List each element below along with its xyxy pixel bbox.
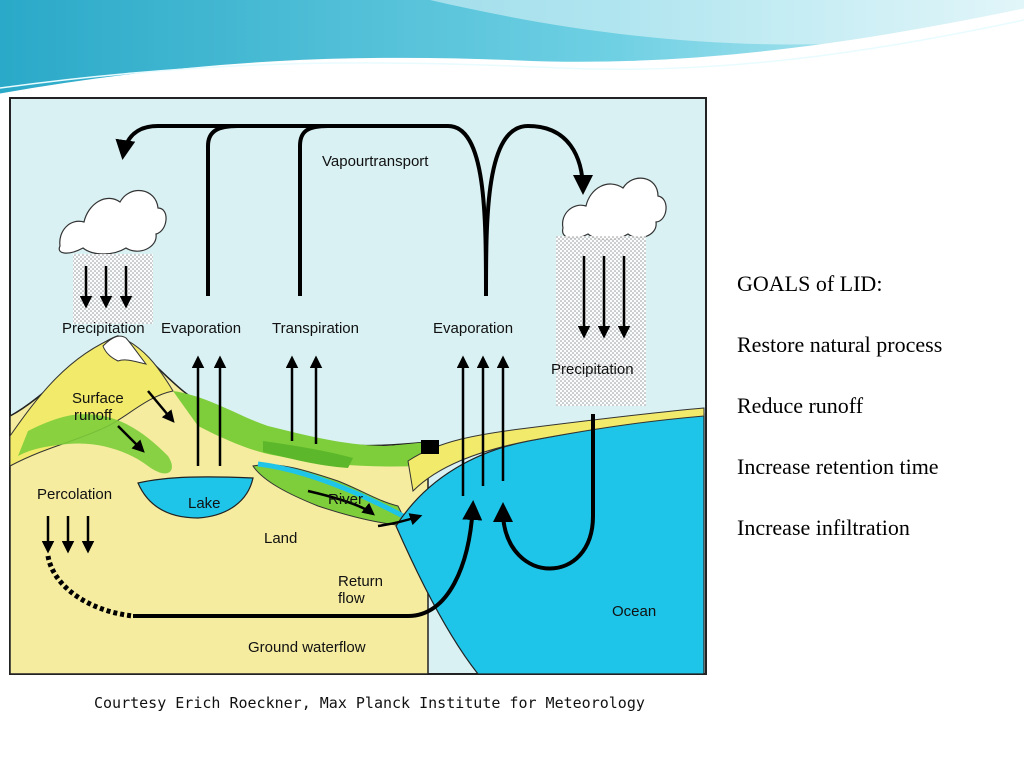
figure-credit: Courtesy Erich Roeckner, Max Planck Inst… — [94, 694, 645, 712]
label-transpiration: Transpiration — [272, 320, 359, 337]
label-evaporation-ocean: Evaporation — [433, 320, 513, 337]
goals-list: GOALS of LID: Restore natural process Re… — [737, 270, 1022, 575]
evaporation-arrows-ocean — [456, 355, 510, 496]
label-evaporation-lake: Evaporation — [161, 320, 241, 337]
label-surface-runoff: Surface — [72, 390, 124, 407]
precipitation-arrows-left — [79, 266, 133, 309]
river — [257, 461, 405, 519]
precipitation-arrows-right — [577, 256, 631, 339]
percolation-arrows — [41, 516, 95, 554]
label-land: Land — [264, 530, 297, 547]
label-river: River — [328, 491, 363, 508]
label-surface-runoff-2: runoff — [74, 407, 113, 424]
cloud-icon-right — [556, 177, 667, 406]
snow-cap — [102, 335, 148, 365]
label-ocean: Ocean — [612, 603, 656, 620]
vegetation-mid — [173, 391, 428, 467]
label-vapour-transport: Vapourtransport — [322, 153, 429, 170]
goal-item: Increase retention time — [737, 454, 939, 479]
label-ground-water-flow: Ground waterflow — [248, 639, 366, 656]
evaporation-arrows-lake — [191, 355, 227, 466]
water-cycle-diagram: Vapourtransport Precipitation Evaporatio… — [9, 97, 707, 712]
surface-runoff-arrows — [117, 390, 175, 453]
label-percolation: Percolation — [37, 486, 112, 503]
river-flow-arrow — [307, 489, 375, 516]
label-precipitation-right: Precipitation — [551, 361, 634, 378]
building-icon — [421, 440, 439, 454]
goal-item: Increase infiltration — [737, 515, 910, 540]
vegetation-left — [18, 414, 172, 474]
return-flow-arrow — [377, 513, 423, 528]
label-return-flow: Return — [338, 573, 383, 590]
goal-item: Reduce runoff — [737, 393, 864, 418]
vapour-transport-arrows — [115, 123, 593, 297]
label-precipitation-left: Precipitation — [62, 320, 145, 337]
ground-water-flow-arrow — [133, 500, 483, 618]
lake — [137, 476, 254, 519]
label-return-flow-2: flow — [338, 590, 365, 607]
goals-heading: GOALS of LID: — [737, 271, 883, 296]
beach — [407, 407, 705, 493]
header-wave-banner — [0, 0, 1024, 97]
transpiration-arrows — [285, 355, 323, 444]
ocean-return-loop-arrow — [493, 414, 595, 571]
percolation-dashed-path — [45, 555, 134, 619]
goal-item: Restore natural process — [737, 332, 943, 357]
vegetation-grass — [263, 441, 353, 468]
label-lake: Lake — [188, 495, 221, 512]
